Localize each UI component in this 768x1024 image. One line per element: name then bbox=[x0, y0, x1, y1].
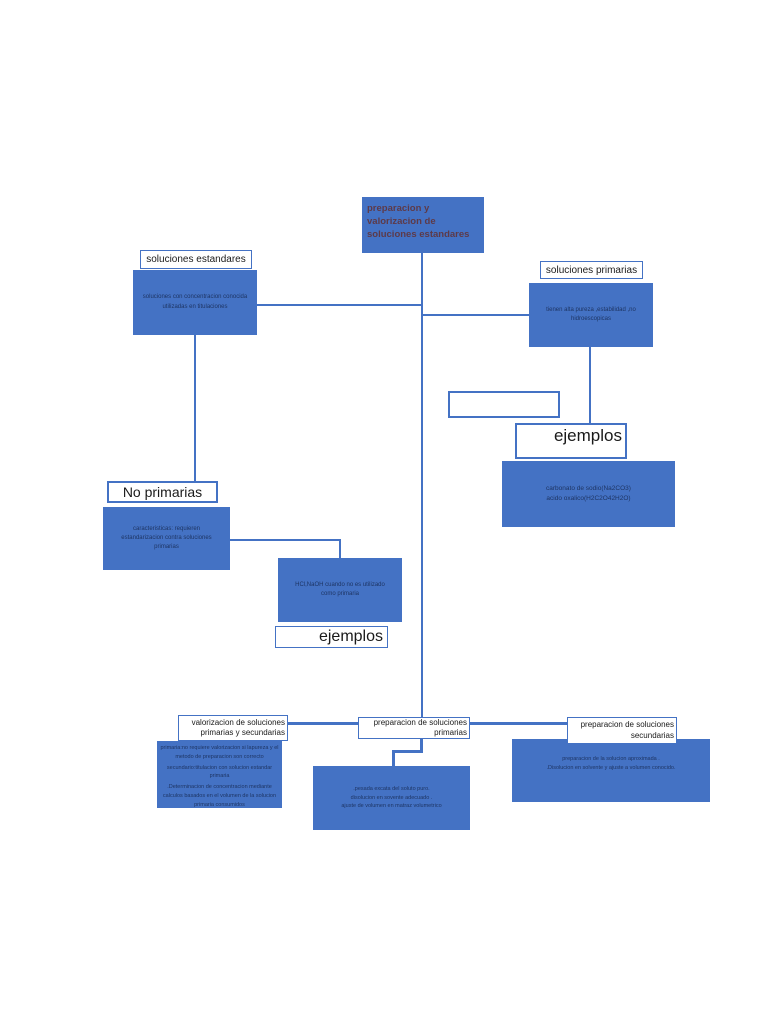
valorizacion-desc-box: primaria:no requiere valorizacion si lap… bbox=[157, 741, 282, 808]
prep-secundarias-label-text: preparacion de soluciones secundarias bbox=[580, 720, 674, 740]
ejemplos-primarias-desc-box: carbonato de sodio(Na2CO3) acido oxalico… bbox=[502, 461, 675, 527]
no-primarias-ejemplo-text: HCl,NaOH cuando no es utilizado como pri… bbox=[295, 581, 385, 597]
primarias-desc-box: tienen alta pureza ,estabilidad ,no hidr… bbox=[529, 283, 653, 347]
prep-secundarias-line: preparacion de la solucion aproximada . bbox=[562, 755, 660, 762]
root-node: preparacion y valorizacion de soluciones… bbox=[362, 197, 484, 253]
prep-secundarias-desc-box: preparacion de la solucion aproximada . … bbox=[512, 739, 710, 802]
prep-primarias-line: ajuste de volumen en matraz volumetrico bbox=[341, 803, 442, 810]
valorizacion-label-box: valorizacion de soluciones primarias y s… bbox=[178, 715, 288, 741]
primarias-desc-text: tienen alta pureza ,estabilidad ,no hidr… bbox=[546, 306, 636, 322]
estandares-label-text: soluciones estandares bbox=[146, 254, 246, 265]
connector-bottom-left bbox=[288, 722, 358, 725]
valorizacion-line: secundario:titulacion con solucion estan… bbox=[166, 764, 273, 780]
estandares-desc-text: soluciones con concentracion conocida ut… bbox=[142, 294, 248, 310]
empty-callout-box bbox=[448, 391, 560, 418]
prep-secundarias-label-box: preparacion de soluciones secundarias bbox=[567, 717, 677, 744]
valorizacion-line: primaria:no requiere valorizacion si lap… bbox=[160, 745, 279, 760]
no-primarias-ejemplo-box: HCl,NaOH cuando no es utilizado como pri… bbox=[278, 558, 402, 622]
connector-caracteristicas-down bbox=[339, 539, 341, 558]
prep-primarias-label-box: preparacion de soluciones primarias bbox=[358, 717, 470, 739]
connector-primarias-down bbox=[589, 347, 591, 423]
no-primarias-label-text: No primarias bbox=[122, 484, 203, 500]
valorizacion-line: .Determinacion de concentracion mediante… bbox=[162, 784, 277, 808]
estandares-desc-box: soluciones con concentracion conocida ut… bbox=[133, 270, 257, 335]
connector-caracteristicas-horizontal bbox=[230, 539, 341, 541]
no-primarias-desc-box: caracteristicas: requieren estandarizaci… bbox=[103, 507, 230, 570]
connector-bottom-right bbox=[470, 722, 567, 725]
ejemplos-primarias-label-text: ejemplos bbox=[553, 426, 622, 445]
ejemplos-no-primarias-label-box: ejemplos bbox=[275, 626, 388, 648]
connector-estandares-down bbox=[194, 335, 196, 481]
connector-estandares-horizontal bbox=[257, 304, 423, 306]
root-node-title: preparacion y valorizacion de soluciones… bbox=[367, 203, 470, 240]
prep-primarias-line: .pesada excata del soluto puro. bbox=[353, 785, 430, 792]
ejemplos-primarias-label-box: ejemplos bbox=[515, 423, 627, 459]
prep-primarias-label-text: preparacion de soluciones primarias bbox=[373, 717, 467, 737]
estandares-label-box: soluciones estandares bbox=[140, 250, 252, 269]
connector-primarias-horizontal bbox=[422, 314, 529, 316]
prep-primarias-line: disolucion en sovente adecuado . bbox=[350, 794, 433, 801]
ejemplos-primarias-line: acido oxalico(H2C2O42H2O) bbox=[546, 495, 631, 502]
connector-prep-elbow-bottom bbox=[392, 750, 395, 766]
connector-prep-elbow-mid bbox=[392, 750, 423, 753]
no-primarias-desc-text: caracteristicas: requieren estandarizaci… bbox=[121, 525, 212, 551]
prep-primarias-desc-box: .pesada excata del soluto puro. disoluci… bbox=[313, 766, 470, 830]
ejemplos-primarias-line: carbonato de sodio(Na2CO3) bbox=[546, 484, 631, 492]
connector-root-vertical bbox=[421, 253, 423, 718]
primarias-label-text: soluciones primarias bbox=[545, 264, 638, 276]
primarias-label-box: soluciones primarias bbox=[540, 261, 643, 279]
connector-prep-elbow-top bbox=[420, 739, 423, 753]
valorizacion-label-text: valorizacion de soluciones primarias y s… bbox=[191, 717, 285, 737]
ejemplos-no-primarias-label-text: ejemplos bbox=[318, 628, 383, 645]
no-primarias-label-box: No primarias bbox=[107, 481, 218, 503]
prep-secundarias-line: .Disolucion en solvente y ajuste a volum… bbox=[546, 764, 676, 771]
